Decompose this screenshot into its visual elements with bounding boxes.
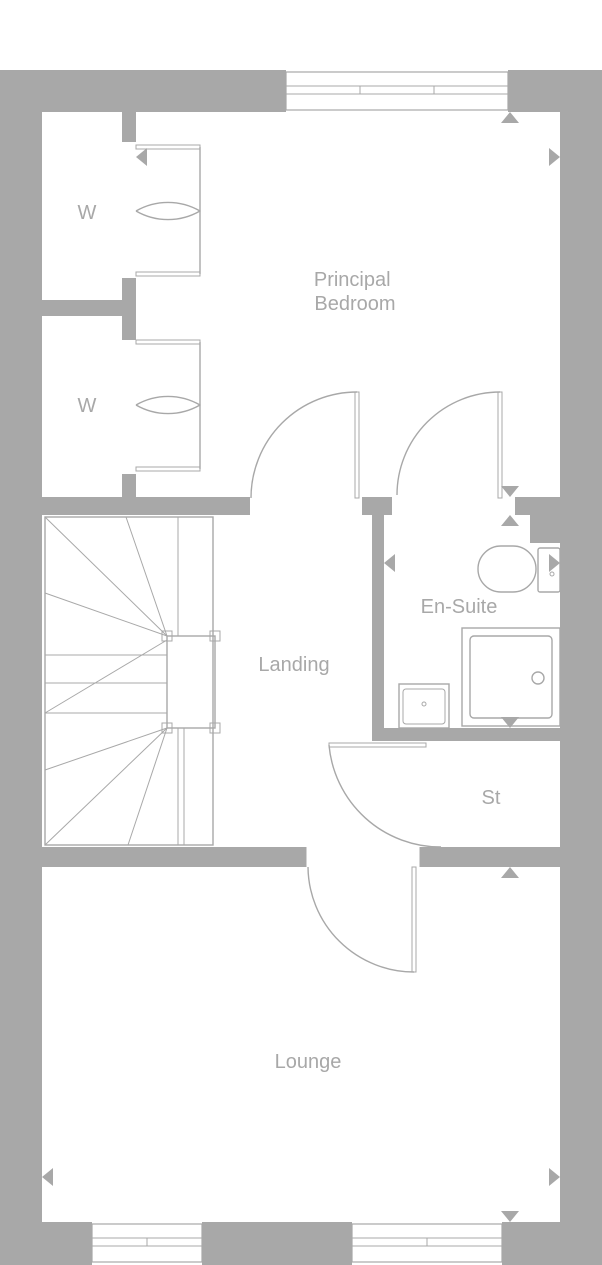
wardrobe-door-bottom[interactable] <box>135 339 201 472</box>
marker-triangle <box>549 554 560 572</box>
window-bedroom <box>285 71 509 111</box>
marker-triangle <box>136 148 147 166</box>
staircase <box>44 516 221 846</box>
room-label-landing: Landing <box>258 654 329 676</box>
interior-walls <box>42 112 560 867</box>
room-label-en-suite: En-Suite <box>421 596 498 618</box>
shower-tray <box>461 627 561 727</box>
window-lounge-right <box>351 1223 503 1263</box>
room-label-principal-bedroom: Principal Bedroom <box>314 269 396 315</box>
outer-walls <box>0 70 602 1265</box>
room-label-store: St <box>482 787 501 809</box>
window-lounge-left <box>91 1223 203 1263</box>
marker-triangle <box>501 717 519 728</box>
marker-triangle <box>42 1168 53 1186</box>
room-label-wardrobe-top: W <box>78 202 97 224</box>
toilet <box>477 545 561 593</box>
marker-triangle <box>549 148 560 166</box>
marker-triangle <box>384 554 395 572</box>
room-label-lounge: Lounge <box>275 1051 342 1073</box>
marker-triangle <box>501 112 519 123</box>
marker-triangle <box>501 1211 519 1222</box>
direction-markers <box>42 112 560 1222</box>
room-label-wardrobe-bottom: W <box>78 395 97 417</box>
marker-triangle <box>501 515 519 526</box>
bedroom-door[interactable] <box>250 391 360 499</box>
store-door[interactable] <box>328 742 442 848</box>
marker-triangle <box>501 486 519 497</box>
wardrobe-door-top[interactable] <box>135 144 201 277</box>
marker-triangle <box>549 1168 560 1186</box>
en-suite-door[interactable] <box>396 391 503 499</box>
lounge-door[interactable] <box>305 847 421 973</box>
marker-triangle <box>501 867 519 878</box>
wash-basin <box>398 683 450 729</box>
